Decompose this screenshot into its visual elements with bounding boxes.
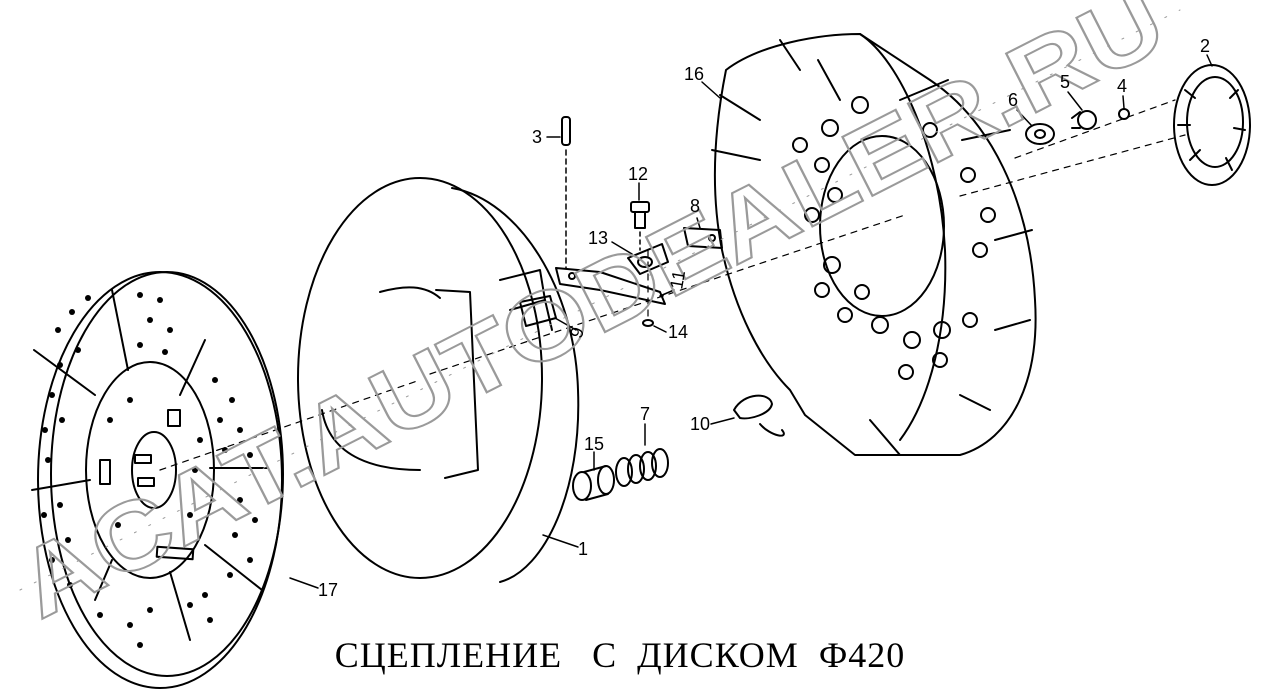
callout-5: 5 — [1060, 72, 1070, 92]
spring-clip-10 — [733, 394, 785, 437]
washer-6 — [1025, 123, 1055, 145]
title-word-1: СЦЕПЛЕНИЕ — [334, 635, 563, 675]
callout-16: 16 — [684, 64, 704, 84]
callout-17: 17 — [318, 580, 338, 600]
bracket-13 — [627, 243, 669, 275]
callout-3: 3 — [532, 127, 542, 147]
diagram-title: СЦЕПЛЕНИЕ С ДИСКОМ Ф420 — [0, 634, 1240, 676]
bolt-12 — [630, 201, 650, 251]
callout-10: 10 — [690, 414, 710, 434]
pin-14 — [642, 319, 654, 327]
callout-8: 8 — [690, 196, 700, 216]
spring-7 — [615, 448, 669, 487]
retaining-ring-2 — [1173, 64, 1251, 186]
watermark-text: ACAT.AUTODEALER.RU — [1, 0, 1181, 639]
clutch-cover-16 — [711, 33, 1037, 456]
title-word-2: С — [592, 635, 618, 675]
callout-13: 13 — [588, 228, 608, 248]
callout-11: 11 — [666, 269, 689, 291]
screw-4 — [1118, 108, 1130, 120]
callout-15: 15 — [584, 434, 604, 454]
nut-5 — [1071, 110, 1097, 130]
bushing-15 — [572, 465, 615, 501]
callout-4: 4 — [1117, 76, 1127, 96]
callout-2: 2 — [1200, 36, 1210, 56]
pin-3 — [561, 116, 571, 269]
callout-1: 1 — [578, 539, 588, 559]
disc-rivet-holes — [41, 292, 258, 648]
callout-12: 12 — [628, 164, 648, 184]
release-lever-11 — [555, 267, 666, 305]
title-word-3: ДИСКОМ — [637, 635, 799, 675]
callout-6: 6 — [1008, 90, 1018, 110]
clutch-driven-disc-17 — [31, 271, 284, 689]
callout-14: 14 — [668, 322, 688, 342]
title-word-4: Ф420 — [818, 635, 906, 675]
center-axis — [159, 99, 1186, 471]
cover-holes — [792, 96, 996, 380]
leader-lines — [289, 54, 1213, 589]
callout-7: 7 — [640, 404, 650, 424]
